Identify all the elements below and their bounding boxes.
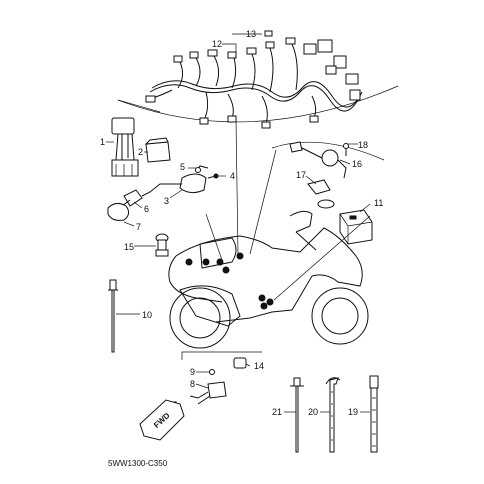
callout-leaders	[106, 33, 371, 413]
callout-21[interactable]: 21	[272, 407, 282, 417]
callout-14[interactable]: 14	[254, 361, 264, 371]
section-arc-left-end	[117, 99, 161, 113]
callout-17[interactable]: 17	[296, 170, 306, 180]
scooter-outline	[168, 210, 369, 349]
callout-11[interactable]: 11	[374, 198, 383, 208]
leader-coil	[205, 213, 223, 261]
cable-band-21[interactable]	[290, 377, 304, 453]
battery[interactable]	[339, 209, 373, 245]
relay[interactable]	[144, 137, 171, 163]
callout-2[interactable]: 2	[138, 147, 143, 157]
callout-7[interactable]: 7	[136, 222, 141, 232]
callout-18[interactable]: 18	[358, 140, 368, 150]
screw-icon[interactable]	[343, 143, 349, 149]
wire-harness[interactable]	[145, 37, 363, 129]
cable-band-20[interactable]	[325, 377, 341, 453]
callout-16[interactable]: 16	[352, 159, 362, 169]
section-arc-top	[117, 85, 399, 123]
leader-sender	[249, 149, 277, 255]
bracket-lower	[181, 351, 262, 360]
section-arc-right	[271, 141, 385, 161]
callout-3[interactable]: 3	[164, 196, 169, 206]
callout-9[interactable]: 9	[190, 367, 195, 377]
coil-nut-icon[interactable]	[213, 173, 219, 179]
callout-6[interactable]: 6	[144, 204, 149, 214]
fwd-arrow-icon: FWD	[139, 399, 185, 441]
callout-1[interactable]: 1	[100, 137, 105, 147]
fuel-sender-bracket[interactable]	[307, 179, 335, 209]
callout-15[interactable]: 15	[124, 242, 134, 252]
callout-labels: 13 12 1 2 3 4 5 6 7 15 10 11 18 16 17 14…	[100, 29, 383, 417]
starter-relay[interactable]	[189, 381, 227, 405]
fuel-sender[interactable]	[289, 141, 347, 179]
bolt-icon[interactable]	[195, 167, 201, 173]
cable-tie-long[interactable]	[108, 279, 118, 353]
horn-connector[interactable]	[155, 233, 169, 257]
leader-battery	[273, 215, 371, 301]
callout-10[interactable]: 10	[142, 310, 152, 320]
callout-4[interactable]: 4	[230, 171, 235, 181]
diagram-code: 5WW1300-C350	[108, 459, 168, 468]
rubber-mount[interactable]	[233, 357, 247, 369]
fuse-icon[interactable]	[264, 30, 273, 37]
callout-12[interactable]: 12	[212, 39, 222, 49]
callout-5[interactable]: 5	[180, 162, 185, 172]
relay-screw-icon[interactable]	[209, 369, 215, 375]
cdi-unit[interactable]	[111, 117, 139, 177]
spark-plug-cap[interactable]	[121, 189, 143, 207]
leader-harness	[235, 119, 239, 255]
cable-band-19[interactable]	[369, 375, 379, 453]
callout-20[interactable]: 20	[308, 407, 318, 417]
callout-8[interactable]: 8	[190, 379, 195, 389]
callout-19[interactable]: 19	[348, 407, 358, 417]
spark-plug-cover[interactable]	[107, 202, 130, 221]
callout-13[interactable]: 13	[246, 29, 256, 39]
